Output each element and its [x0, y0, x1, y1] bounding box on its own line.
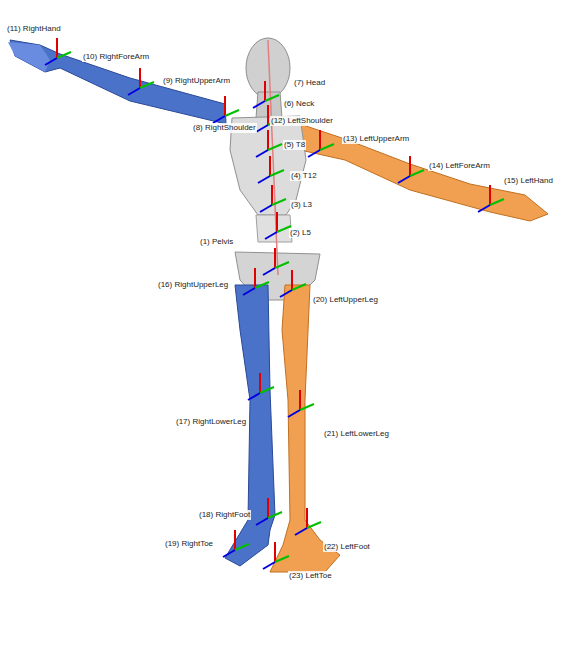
- segment-label: (16) RightUpperLeg: [157, 280, 229, 290]
- segment-label: (15) LeftHand: [503, 176, 554, 186]
- segment-label: (14) LeftForeArm: [428, 161, 491, 171]
- segment-label: (8) RightShoulder: [192, 123, 257, 133]
- segment-label: (21) LeftLowerLeg: [323, 429, 390, 439]
- segment-label: (1) Pelvis: [199, 237, 234, 247]
- segment-label: (17) RightLowerLeg: [175, 417, 247, 427]
- segment-label: (4) T12: [290, 171, 318, 181]
- segment-axes: [45, 38, 504, 569]
- segment-label: (18) RightFoot: [198, 510, 251, 520]
- segment-label: (12) LeftShoulder: [270, 116, 334, 126]
- segment-label: (7) Head: [293, 78, 326, 88]
- segment-label: (13) LeftUpperArm: [342, 134, 410, 144]
- segment-label: (6) Neck: [283, 99, 315, 109]
- segment-label: (10) RightForeArm: [82, 52, 150, 62]
- segment-label: (22) LeftFoot: [323, 542, 371, 552]
- left-arm: [300, 124, 548, 221]
- segment-label: (23) LeftToe: [288, 571, 333, 581]
- right-hand: [8, 42, 50, 72]
- segment-label: (9) RightUpperArm: [162, 76, 231, 86]
- segment-label: (2) L5: [289, 228, 312, 238]
- segment-label: (11) RightHand: [6, 24, 62, 34]
- segment-label: (20) LeftUpperLeg: [312, 295, 379, 305]
- segment-label: (19) RightToe: [164, 539, 214, 549]
- segment-label: (5) T8: [283, 140, 306, 150]
- segment-label: (3) L3: [290, 200, 313, 210]
